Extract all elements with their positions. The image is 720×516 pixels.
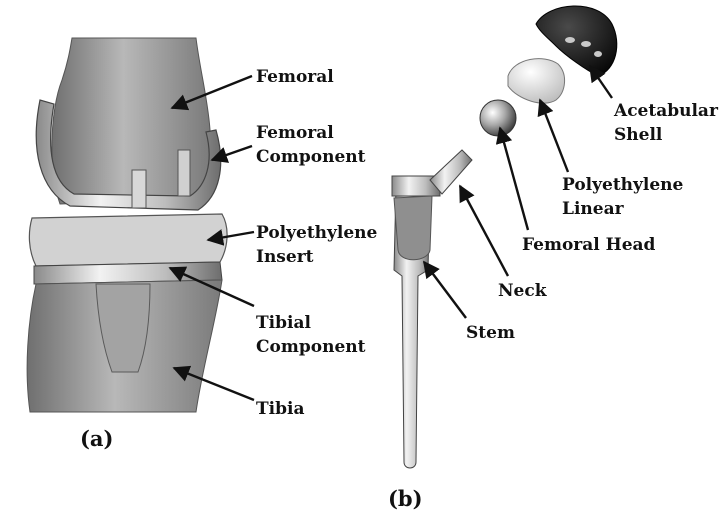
label-tibia: Tibia (256, 399, 304, 419)
femoral-component (35, 99, 222, 211)
label-tibial-component-line1: Tibial (256, 313, 311, 333)
label-femoral-component-line2: Component (256, 147, 366, 167)
tibial-keel (95, 283, 151, 373)
label-neck: Neck (498, 281, 548, 301)
hip-implant-illustration (391, 5, 618, 469)
arrow-acetabular-shell (589, 64, 613, 99)
shell-hole (594, 51, 602, 57)
caption-b: (b) (388, 486, 423, 511)
arrow-neck (458, 184, 510, 277)
stem-neck (429, 149, 473, 195)
label-insert-line1: Polyethylene (256, 223, 378, 243)
label-insert-line2: Insert (256, 247, 314, 267)
femoral-peg (131, 169, 147, 209)
label-femoral-component-line1: Femoral (256, 123, 334, 143)
label-tibial-component-line2: Component (256, 337, 366, 357)
arrow-femoral-head (495, 126, 530, 231)
label-liner-line2: Linear (562, 199, 625, 219)
femoral-peg (177, 149, 191, 197)
label-acetabular-line1: Acetabular (613, 101, 719, 121)
polyethylene-liner (507, 58, 565, 104)
arrow-tibial-component (168, 266, 255, 308)
label-femoral-head: Femoral Head (522, 235, 656, 255)
knee-implant-illustration (26, 37, 228, 413)
label-femoral: Femoral (256, 67, 334, 87)
stem-proximal-body (393, 195, 433, 261)
arrow-tibia (172, 365, 255, 402)
panel-a-arrows (168, 74, 255, 402)
shell-hole (581, 41, 591, 47)
femoral-head (479, 99, 517, 137)
label-acetabular-line2: Shell (614, 125, 663, 145)
stem-collar (391, 175, 441, 197)
caption-a: (a) (80, 426, 113, 451)
shell-hole (565, 37, 575, 43)
panel-a-labels: Femoral Femoral Component Polyethylene I… (80, 67, 378, 451)
arrow-femoral-component (210, 144, 253, 163)
panel-b-labels: Acetabular Shell Polyethylene Linear Fem… (388, 101, 719, 511)
polyethylene-insert (28, 213, 228, 267)
label-liner-line1: Polyethylene (562, 175, 684, 195)
arrow-femoral (170, 74, 253, 111)
arrow-polyethylene-insert (206, 229, 255, 246)
label-stem: Stem (466, 323, 515, 343)
arrow-stem (422, 260, 467, 319)
arrow-polyethylene-liner (537, 98, 570, 173)
panel-b-arrows (422, 64, 613, 319)
